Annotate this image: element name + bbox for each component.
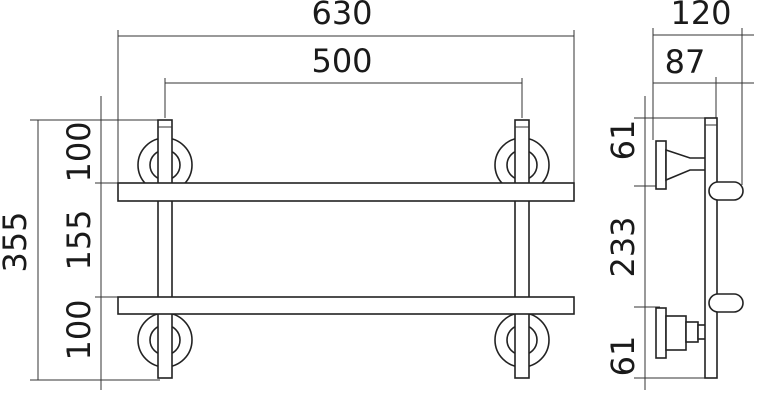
side-tick-marks — [640, 30, 743, 379]
shelves — [117, 182, 575, 315]
front-view: 630 500 355 100 155 100 — [0, 0, 575, 390]
dim-overall-width: 630 — [311, 0, 372, 32]
tick-marks — [33, 31, 575, 381]
dim-overall-depth: 120 — [670, 0, 731, 32]
dim-bottom-offset: 100 — [60, 299, 98, 360]
side-view: 120 87 61 233 61 — [604, 0, 754, 390]
dim-wall-to-rod: 87 — [665, 43, 706, 81]
side-vertical-rod — [704, 117, 718, 379]
wall-rosettes — [137, 137, 550, 368]
dim-top-offset: 100 — [60, 121, 98, 182]
dim-bracket-spacing: 500 — [311, 42, 372, 80]
side-dimension-labels: 120 87 61 233 61 — [604, 0, 732, 376]
dimension-lines — [37, 35, 574, 390]
dim-overall-height: 355 — [0, 211, 34, 272]
front-dimension-labels: 630 500 355 100 155 100 — [0, 0, 373, 361]
side-dimension-lines — [644, 34, 754, 390]
vertical-posts — [157, 119, 530, 379]
side-wall-mounts — [655, 140, 714, 359]
dim-bottom-mount: 61 — [604, 336, 642, 377]
dim-top-mount: 61 — [604, 120, 642, 161]
dim-shelf-spacing: 155 — [60, 209, 98, 270]
dim-mount-spacing: 233 — [604, 216, 642, 277]
side-shelf-sections — [708, 181, 744, 313]
